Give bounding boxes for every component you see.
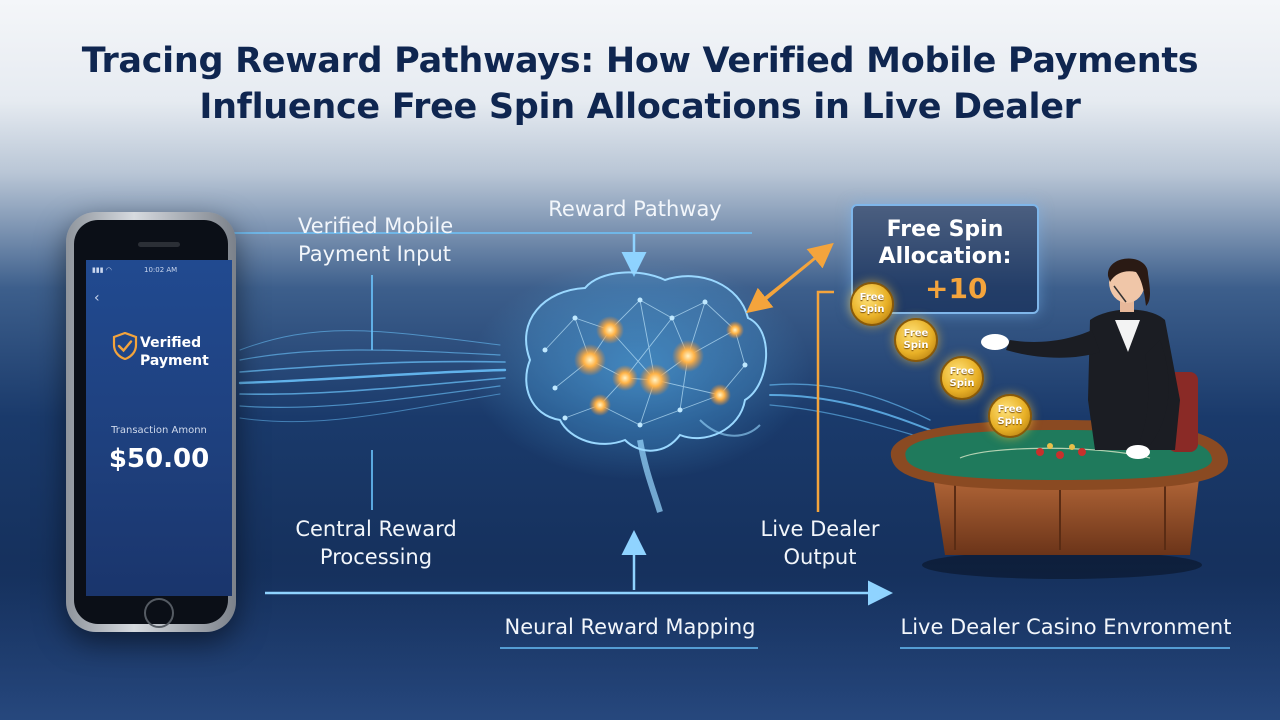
output-label: Live Dealer Output <box>755 515 885 571</box>
input-label: Verified Mobile Payment Input <box>298 212 454 268</box>
mapping-label: Neural Reward Mapping <box>504 615 756 639</box>
dealer-output-line <box>816 290 834 512</box>
signal-icon: ▮▮▮ ◠ <box>92 266 112 274</box>
free-spin-value: +10 <box>925 272 988 305</box>
title-line-2: Influence Free Spin Allocations in Live … <box>199 87 1081 127</box>
phone-speaker <box>138 242 180 247</box>
coin-2-line-2: Spin <box>903 340 929 351</box>
back-icon[interactable]: ‹ <box>94 290 100 306</box>
coin-1-line-2: Spin <box>859 304 885 315</box>
home-button[interactable] <box>144 598 174 628</box>
status-time: 10:02 AM <box>144 266 178 274</box>
processing-label-line-1: Central Reward <box>295 517 457 541</box>
coin-1-line-1: Free <box>859 292 885 303</box>
title-line-1: Tracing Reward Pathways: How Verified Mo… <box>81 41 1199 81</box>
verified-payment-text: Verified Payment <box>140 334 209 370</box>
brain-icon <box>470 260 810 513</box>
input-label-line-2: Payment Input <box>298 242 451 266</box>
processing-label: Central Reward Processing <box>294 515 458 571</box>
free-spin-title: Free Spin Allocation: <box>853 216 1037 270</box>
activation-nodes <box>574 316 744 416</box>
status-bar: ▮▮▮ ◠ 10:02 AM <box>92 266 226 274</box>
phone-bezel: ▮▮▮ ◠ 10:02 AM ‹ Verified Payment Transa… <box>74 220 232 628</box>
transaction-amount: $50.00 <box>108 444 210 474</box>
free-spin-title-line-2: Allocation: <box>878 244 1012 269</box>
coin-4-line-1: Free <box>997 404 1023 415</box>
verified-line-1: Verified <box>140 335 202 351</box>
transaction-label: Transaction Amonn <box>111 425 207 436</box>
coin-3-line-2: Spin <box>949 378 975 389</box>
verified-shield-icon <box>112 332 138 360</box>
environment-label: Live Dealer Casino Envronment <box>900 615 1232 639</box>
verified-line-2: Payment <box>140 353 209 369</box>
output-label-line-2: Output <box>783 545 857 569</box>
output-label-line-1: Live Dealer <box>760 517 880 541</box>
allocation-arrow-in <box>746 245 831 314</box>
live-dealer-figure <box>981 258 1198 459</box>
guide-lines <box>232 232 1230 649</box>
free-spin-title-line-1: Free Spin <box>886 217 1004 242</box>
coin-2-line-1: Free <box>903 328 929 339</box>
coin-4-line-2: Spin <box>997 416 1023 427</box>
pathway-label: Reward Pathway <box>548 197 722 221</box>
phone-screen: ▮▮▮ ◠ 10:02 AM ‹ Verified Payment Transa… <box>86 260 232 596</box>
page-title: Tracing Reward Pathways: How Verified Mo… <box>0 38 1280 130</box>
processing-label-line-2: Processing <box>319 545 433 569</box>
coin-3-line-1: Free <box>949 366 975 377</box>
smartphone: ▮▮▮ ◠ 10:02 AM ‹ Verified Payment Transa… <box>66 212 236 632</box>
input-label-line-1: Verified Mobile <box>298 214 454 238</box>
